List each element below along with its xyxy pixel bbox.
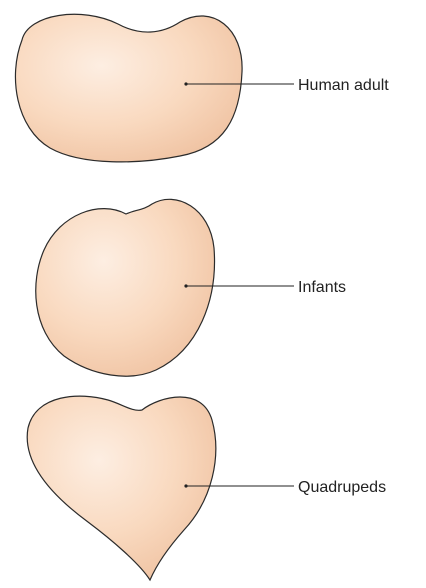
quadrupeds-shape (27, 396, 216, 580)
human-adult-group: Human adult (15, 14, 389, 162)
human-adult-label: Human adult (298, 77, 389, 94)
quadrupeds-group: Quadrupeds (27, 396, 386, 580)
human-adult-shape (15, 14, 242, 162)
infants-group: Infants (36, 199, 346, 376)
infants-shape (36, 199, 215, 376)
infants-label: Infants (298, 279, 346, 296)
quadrupeds-label: Quadrupeds (298, 479, 386, 496)
